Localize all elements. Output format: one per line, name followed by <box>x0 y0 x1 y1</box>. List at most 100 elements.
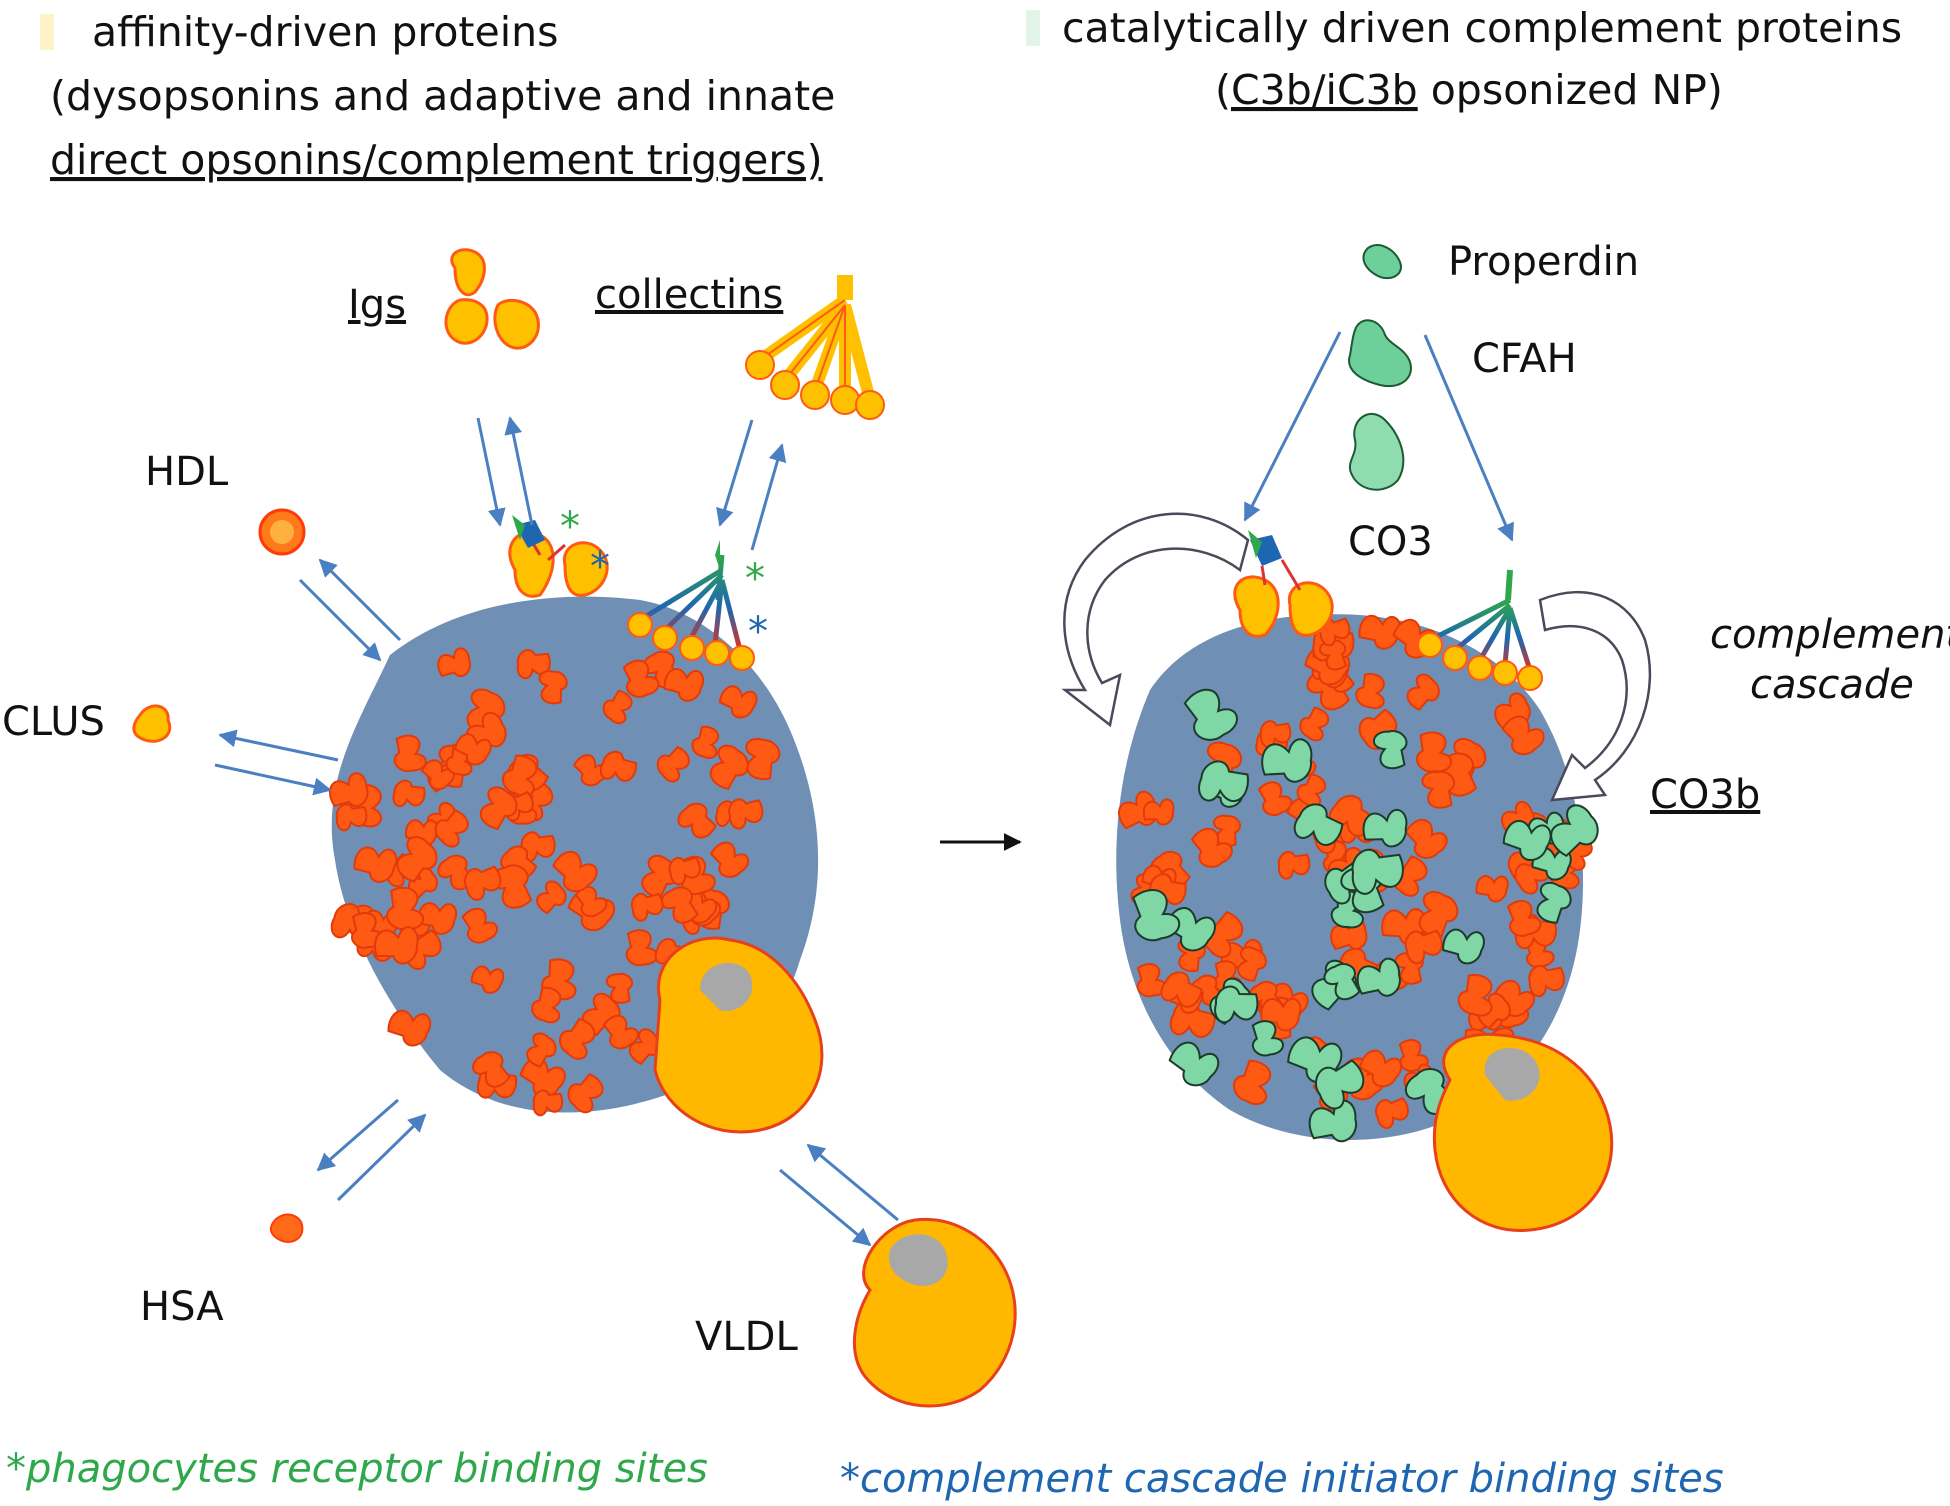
corona-protein <box>1351 848 1404 895</box>
free-igs <box>444 248 540 350</box>
corona-protein <box>532 1089 564 1117</box>
corona-protein <box>374 926 419 965</box>
label-cfah: CFAH <box>1472 336 1577 382</box>
hollow-arrow-left <box>1061 512 1250 728</box>
corona-protein <box>464 865 502 901</box>
corona-protein <box>1358 614 1401 650</box>
free-properdin <box>1362 244 1402 280</box>
corona-protein <box>559 1017 596 1060</box>
corona-protein <box>677 802 717 839</box>
arrow-to-igs <box>1243 331 1342 522</box>
label-vldl: VLDL <box>695 1314 798 1360</box>
corona-protein <box>663 667 705 702</box>
corona-protein <box>480 786 518 830</box>
corona-protein <box>1406 673 1440 711</box>
corona-protein <box>1299 706 1330 742</box>
label-complement: complement <box>1710 612 1950 658</box>
corona-protein <box>1183 688 1238 741</box>
corona-protein <box>599 750 637 782</box>
label-properdin: Properdin <box>1448 239 1639 285</box>
corona-protein <box>1442 928 1485 965</box>
corona-protein <box>567 1073 604 1114</box>
corona-protein <box>656 745 690 783</box>
corona-protein <box>1375 1097 1409 1130</box>
corona-protein <box>353 846 398 883</box>
corona-protein <box>1550 804 1599 858</box>
corona-protein <box>538 670 568 705</box>
left-header: affinity-driven proteins (dysopsonins an… <box>40 8 835 184</box>
corona-protein <box>622 659 660 698</box>
asterisk-blue-igs: * <box>590 544 610 590</box>
corona-protein <box>605 972 633 1004</box>
corona-protein <box>602 689 633 724</box>
corona-protein <box>1251 1020 1284 1057</box>
asterisk-green-collectins: * <box>745 556 765 602</box>
corona-protein <box>417 902 457 935</box>
right-header-paren: ( <box>1215 66 1231 114</box>
left-exchange-arrows <box>214 416 899 1247</box>
corona-protein <box>691 725 720 759</box>
right-header: catalytically driven complement proteins… <box>1026 4 1902 114</box>
corona-protein <box>1214 985 1259 1024</box>
corona-protein <box>709 841 750 878</box>
corona-protein <box>1355 673 1385 710</box>
corona-protein <box>386 886 425 930</box>
asterisk-green-igs: * <box>560 504 580 550</box>
corona-protein <box>393 734 427 773</box>
label-collectins: collectins <box>595 272 783 318</box>
vldl-attached-right <box>1432 1032 1614 1232</box>
label-cascade: cascade <box>1750 662 1914 708</box>
label-clus: CLUS <box>2 699 105 745</box>
corona-protein <box>1501 715 1545 756</box>
corona-protein <box>1132 889 1181 942</box>
corona-protein <box>1233 1059 1272 1106</box>
hollow-arrow-right <box>1538 590 1652 802</box>
free-collectins <box>745 275 885 420</box>
legend-complement-initiator: *complement cascade initiator binding si… <box>840 1456 1724 1502</box>
corona-protein <box>392 779 426 808</box>
corona-protein <box>552 850 598 893</box>
label-igs: Igs <box>348 282 406 328</box>
corona-protein <box>461 907 498 944</box>
corona-protein <box>1318 639 1348 671</box>
corona-protein <box>387 1009 432 1047</box>
corona-protein <box>1418 891 1459 939</box>
bound-collectins <box>627 540 755 671</box>
label-co3: CO3 <box>1348 519 1433 565</box>
corona-protein <box>602 1014 639 1050</box>
corona-protein <box>1277 851 1311 880</box>
right-header-line1: catalytically driven complement proteins <box>1062 4 1902 52</box>
corona-protein <box>1237 946 1267 982</box>
corona-protein <box>396 836 438 883</box>
corona-protein <box>335 803 368 832</box>
svg-text:(C3b/iC3b opsonized NP): (C3b/iC3b opsonized NP) <box>1215 66 1723 114</box>
corona-protein <box>668 856 701 886</box>
corona-protein <box>466 688 506 735</box>
bound-igs <box>508 515 609 598</box>
corona-protein <box>1421 770 1455 809</box>
corona-protein <box>472 1051 511 1088</box>
clus-particle <box>132 704 172 743</box>
free-cfah <box>1348 319 1412 388</box>
right-complement-proteins <box>1132 688 1599 1143</box>
right-header-c3b: C3b/iC3b <box>1231 66 1418 114</box>
free-co3 <box>1348 413 1405 491</box>
corona-protein <box>728 798 764 830</box>
corona-protein <box>1190 827 1233 868</box>
left-header-line1: affinity-driven proteins <box>92 8 558 56</box>
corona-protein <box>1404 929 1443 965</box>
corona-protein <box>1260 997 1302 1032</box>
corona-protein <box>531 986 562 1024</box>
corona-protein <box>1506 900 1542 937</box>
corona-protein <box>1198 760 1249 803</box>
corona-protein <box>502 754 538 797</box>
corona-protein <box>709 744 749 790</box>
corona-protein <box>1475 875 1509 903</box>
corona-protein <box>526 1032 557 1068</box>
left-header-line2: (dysopsonins and adaptive and innate <box>50 72 835 120</box>
corona-protein <box>1261 738 1313 783</box>
label-co3b: CO3b <box>1650 772 1760 818</box>
vldl-free <box>852 1217 1017 1408</box>
label-hsa: HSA <box>140 1284 224 1330</box>
